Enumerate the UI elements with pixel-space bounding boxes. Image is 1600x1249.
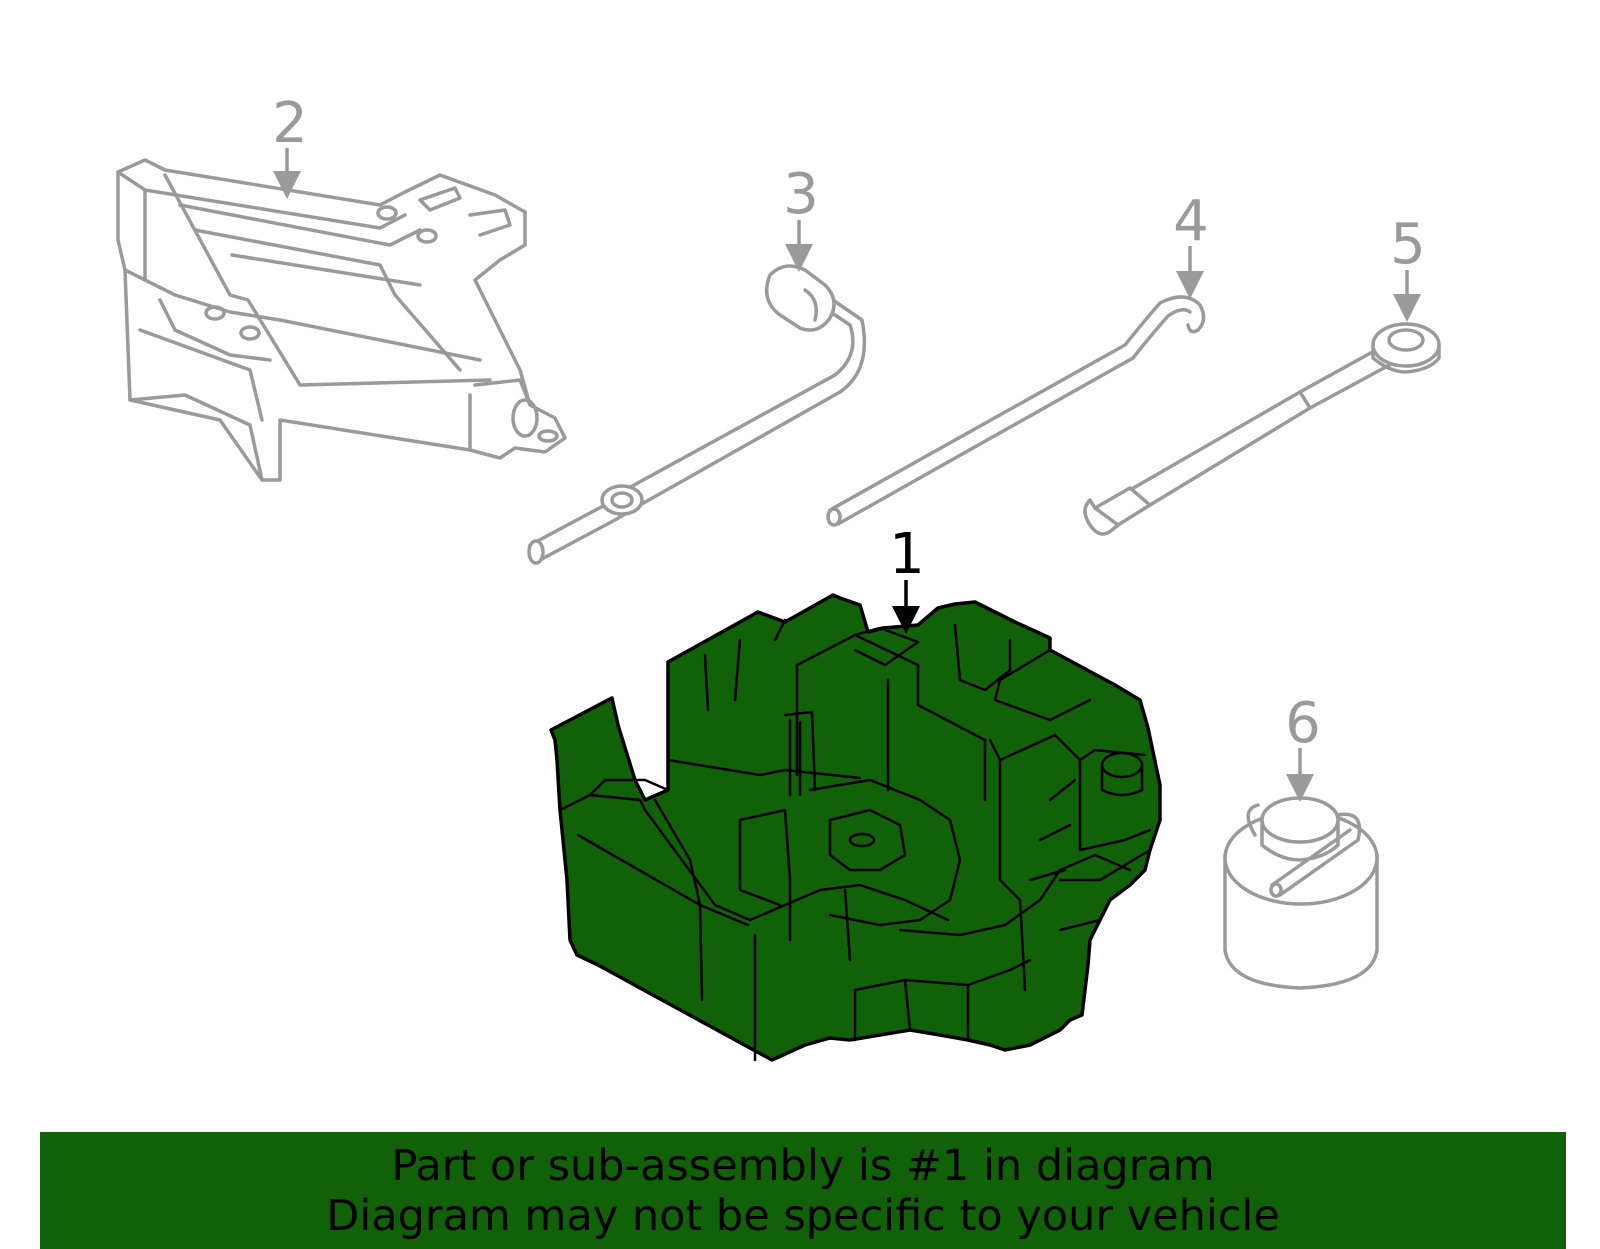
- part-5-extension-bar[interactable]: [1083, 322, 1441, 536]
- callout-2: 2: [272, 91, 308, 199]
- part-1-tool-tray[interactable]: [549, 593, 1162, 1062]
- callout-label-5: 5: [1390, 212, 1426, 277]
- callout-label-1: 1: [889, 522, 925, 587]
- info-banner: Part or sub-assembly is #1 in diagram Di…: [40, 1132, 1566, 1249]
- callout-1: 1: [889, 522, 925, 634]
- callout-label-4: 4: [1173, 189, 1209, 254]
- callout-label-3: 3: [783, 162, 819, 227]
- part-6-sealant-canister[interactable]: [1223, 796, 1379, 990]
- part-2-scissor-jack[interactable]: [116, 158, 567, 482]
- callout-label-2: 2: [272, 91, 308, 156]
- callout-6: 6: [1285, 691, 1321, 802]
- banner-line-highlighted-part: Part or sub-assembly is #1 in diagram: [391, 1140, 1215, 1191]
- callout-5: 5: [1390, 212, 1426, 322]
- callout-label-6: 6: [1285, 691, 1321, 756]
- callout-3: 3: [783, 162, 819, 272]
- part-4-jack-handle[interactable]: [826, 295, 1206, 527]
- banner-line-disclaimer: Diagram may not be specific to your vehi…: [326, 1190, 1280, 1241]
- callout-4: 4: [1173, 189, 1209, 299]
- part-3-lug-wrench[interactable]: [527, 264, 867, 565]
